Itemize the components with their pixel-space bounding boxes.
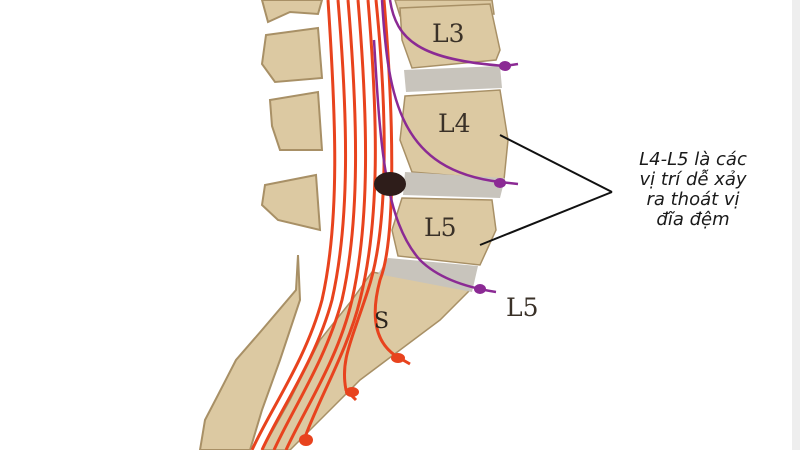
nerve-roots-purple <box>372 0 519 294</box>
label-l3: L3 <box>432 19 465 48</box>
right-edge-strip <box>792 0 800 450</box>
annotation-line: vị trí dễ xảy <box>639 169 747 190</box>
nerve-root-ends-red <box>299 353 405 446</box>
disc-l5-s <box>378 258 478 292</box>
label-l5: L5 <box>424 213 457 242</box>
label-l4: L4 <box>438 109 471 138</box>
spinous-processes <box>198 0 324 450</box>
herniation-marker <box>374 172 406 196</box>
annotation-line: ra thoát vị <box>646 189 740 210</box>
annotation-line: đĩa đệm <box>656 209 730 230</box>
vertebra-l5 <box>391 197 497 266</box>
annotation-pointer-lines <box>479 134 613 246</box>
label-sacrum: S <box>374 309 389 334</box>
herniation-annotation: L4-L5 là các vị trí dễ xảy ra thoát vị đ… <box>598 150 788 230</box>
nerve-bundle-red <box>250 0 411 450</box>
vertebral-bodies <box>261 0 509 450</box>
nerve-root-ends-purple <box>474 61 511 294</box>
label-nerve-root-l5: L5 <box>506 293 539 322</box>
annotation-line: L4-L5 là các <box>639 149 747 170</box>
vertebra-l3 <box>399 3 501 69</box>
